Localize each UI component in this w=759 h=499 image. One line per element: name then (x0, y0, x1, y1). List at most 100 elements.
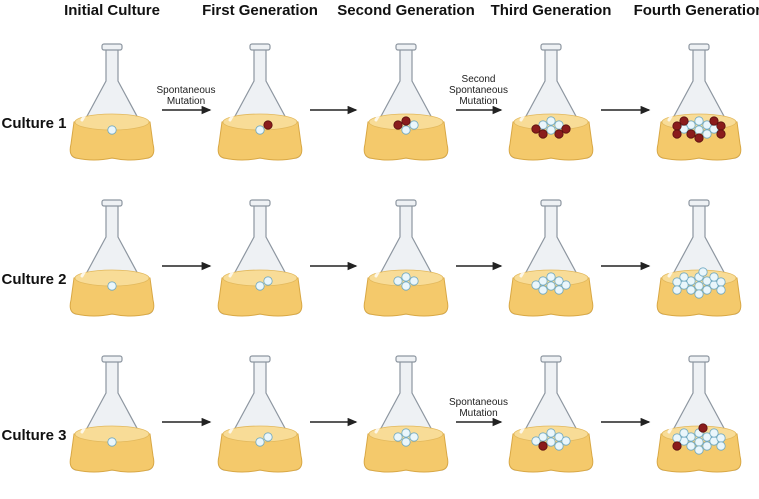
normal-cell (401, 281, 411, 291)
normal-cell (554, 285, 564, 295)
normal-cell (716, 285, 726, 295)
normal-cell (702, 120, 712, 130)
normal-cell (694, 445, 704, 455)
normal-cell (546, 437, 556, 447)
normal-cell (554, 276, 564, 286)
normal-cell (546, 272, 556, 282)
normal-cell (538, 432, 548, 442)
flask-lip (249, 43, 271, 51)
normal-cell (702, 441, 712, 451)
flask-lip (688, 43, 710, 51)
header-5: Fourth Generation (634, 2, 759, 19)
glass-highlight (667, 104, 679, 122)
normal-cell (554, 432, 564, 442)
mutation-note: Mutation (167, 96, 205, 107)
normal-cell (694, 116, 704, 126)
normal-cell (546, 281, 556, 291)
glass-highlight (374, 104, 386, 122)
header-3: Second Generation (337, 2, 475, 19)
normal-cell (409, 120, 419, 130)
flask-lip (249, 355, 271, 363)
mutant-cell (679, 116, 689, 126)
flask (508, 199, 594, 317)
normal-cell (393, 432, 403, 442)
glass-highlight (667, 416, 679, 434)
normal-cell (401, 428, 411, 438)
mutation-note: Spontaneous (157, 85, 216, 96)
normal-cell (409, 276, 419, 286)
normal-cell (702, 432, 712, 442)
mutant-cell (554, 129, 564, 139)
flask-lip (249, 199, 271, 207)
mutant-cell (716, 129, 726, 139)
mutant-cell (538, 129, 548, 139)
normal-cell (672, 285, 682, 295)
normal-cell (107, 281, 117, 291)
normal-cell (709, 428, 719, 438)
normal-cell (255, 125, 265, 135)
normal-cell (716, 277, 726, 287)
flask-lip (101, 199, 123, 207)
normal-cell (716, 441, 726, 451)
mutant-cell (672, 121, 682, 131)
normal-cell (686, 285, 696, 295)
flask (508, 43, 594, 161)
normal-cell (255, 281, 265, 291)
mutant-cell (686, 129, 696, 139)
normal-cell (538, 120, 548, 130)
normal-cell (561, 280, 571, 290)
mutation-note: Mutation (459, 96, 497, 107)
mutation-note: Spontaneous (449, 85, 508, 96)
flask (656, 43, 742, 161)
flask-lip (540, 199, 562, 207)
normal-cell (561, 436, 571, 446)
mutant-cell (672, 441, 682, 451)
flask-lip (101, 355, 123, 363)
normal-cell (702, 285, 712, 295)
flask (69, 199, 155, 317)
glass-highlight (374, 260, 386, 278)
glass-highlight (519, 260, 531, 278)
normal-cell (263, 432, 273, 442)
culture-row-1: Culture 1SpontaneousMutationSecondSponta… (1, 43, 742, 161)
mutation-note: Second (462, 74, 496, 85)
normal-cell (702, 129, 712, 139)
header-4: Third Generation (491, 2, 612, 19)
mutation-note: Spontaneous (449, 397, 508, 408)
glass-highlight (80, 416, 92, 434)
normal-cell (672, 433, 682, 443)
normal-cell (672, 277, 682, 287)
glass-highlight (80, 104, 92, 122)
mutation-note: Mutation (459, 408, 497, 419)
flask-lip (395, 199, 417, 207)
normal-cell (531, 280, 541, 290)
normal-cell (263, 276, 273, 286)
glass-highlight (519, 104, 531, 122)
flask (217, 355, 303, 473)
mutant-cell (401, 116, 411, 126)
normal-cell (686, 432, 696, 442)
normal-cell (401, 272, 411, 282)
glass-highlight (374, 416, 386, 434)
normal-cell (698, 267, 708, 277)
normal-cell (694, 281, 704, 291)
glass-highlight (667, 260, 679, 278)
mutant-cell (716, 121, 726, 131)
mutant-cell (698, 423, 708, 433)
normal-cell (694, 125, 704, 135)
normal-cell (686, 276, 696, 286)
normal-cell (546, 116, 556, 126)
flask (508, 355, 594, 473)
normal-cell (686, 441, 696, 451)
normal-cell (716, 433, 726, 443)
glass-highlight (228, 104, 240, 122)
mutant-cell (531, 124, 541, 134)
normal-cell (709, 272, 719, 282)
row-label: Culture 3 (1, 427, 66, 444)
flask (363, 199, 449, 317)
header-2: First Generation (202, 2, 318, 19)
mutant-cell (694, 133, 704, 143)
normal-cell (679, 428, 689, 438)
